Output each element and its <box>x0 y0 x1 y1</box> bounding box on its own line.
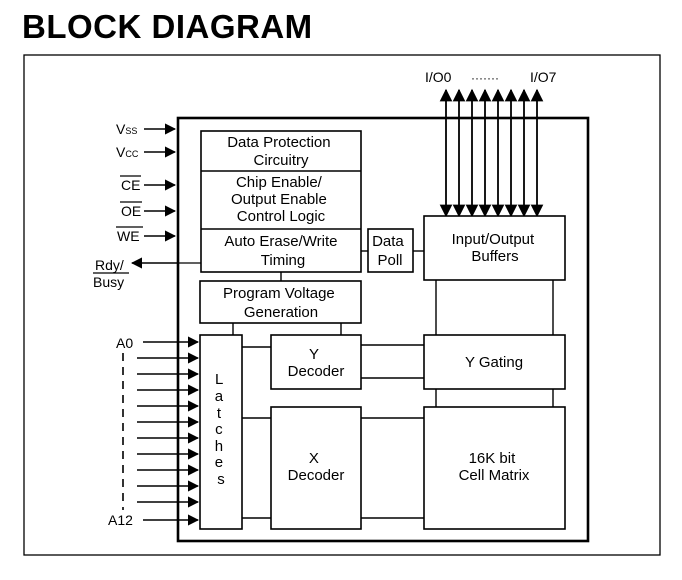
oe-label: OE <box>121 203 141 219</box>
latches-block: L a t c h e s <box>199 334 243 530</box>
a0-label: A0 <box>116 335 133 351</box>
rdy-label: Rdy/ <box>95 257 124 273</box>
svg-text:X Decoder: X Decoder <box>288 450 345 484</box>
a12-label: A12 <box>108 512 133 528</box>
x-decoder-block: X Decoder <box>270 406 362 530</box>
address-arrows <box>137 336 200 526</box>
address-pins: A0 A12 <box>108 335 133 528</box>
program-voltage-block: Program Voltage Generation <box>199 280 362 324</box>
io-bus-arrows <box>439 88 544 218</box>
internal-connections <box>242 344 424 519</box>
cell-matrix-block: 16K bit Cell Matrix <box>423 406 566 530</box>
io-dots: ······· <box>471 71 499 85</box>
svg-text:Y Gating: Y Gating <box>465 354 523 371</box>
control-pins: VSS VCC CE OE WE Rdy/ Busy <box>93 121 201 290</box>
io-header: I/O0 ······· I/O7 <box>425 69 557 85</box>
page-title: BLOCK DIAGRAM <box>22 8 313 45</box>
vcc-label: VCC <box>116 144 139 160</box>
svg-text:Program Voltage Generati: Program Voltage Generation <box>223 285 339 321</box>
outer-frame <box>23 54 661 556</box>
svg-text:L a t c: L a t c h e s <box>215 371 228 488</box>
svg-text:Input/Output Buffers: Input/Output Buffers <box>452 231 539 265</box>
svg-text:Y Decoder: Y Decoder <box>288 346 345 380</box>
svg-text:Data Poll: Data Poll <box>372 233 408 269</box>
buffer-gating-lines <box>435 280 554 407</box>
io-last-label: I/O7 <box>530 69 557 85</box>
vss-label: VSS <box>116 121 137 137</box>
ce-label: CE <box>121 177 140 193</box>
io-buffers-block: Input/Output Buffers <box>423 215 566 281</box>
chip-boundary <box>176 116 590 543</box>
we-label: WE <box>117 228 140 244</box>
control-block: Data Protection Circuitry Chip Enable/ O… <box>200 130 362 273</box>
pvg-connections <box>232 323 342 335</box>
io-first-label: I/O0 <box>425 69 452 85</box>
chip-enable-block: Chip Enable/ Output Enable Control Logic <box>231 174 331 225</box>
y-gating-block: Y Gating <box>423 334 566 390</box>
data-poll-block: Data Poll <box>367 228 414 273</box>
busy-label: Busy <box>93 274 124 290</box>
data-protection-block: Data Protection Circuitry <box>227 134 335 169</box>
svg-text:16K bit Cell Matrix: 16K bit Cell Matrix <box>459 450 530 484</box>
auto-erase-block: Auto Erase/Write Timing <box>224 233 341 269</box>
y-decoder-block: Y Decoder <box>270 334 362 390</box>
